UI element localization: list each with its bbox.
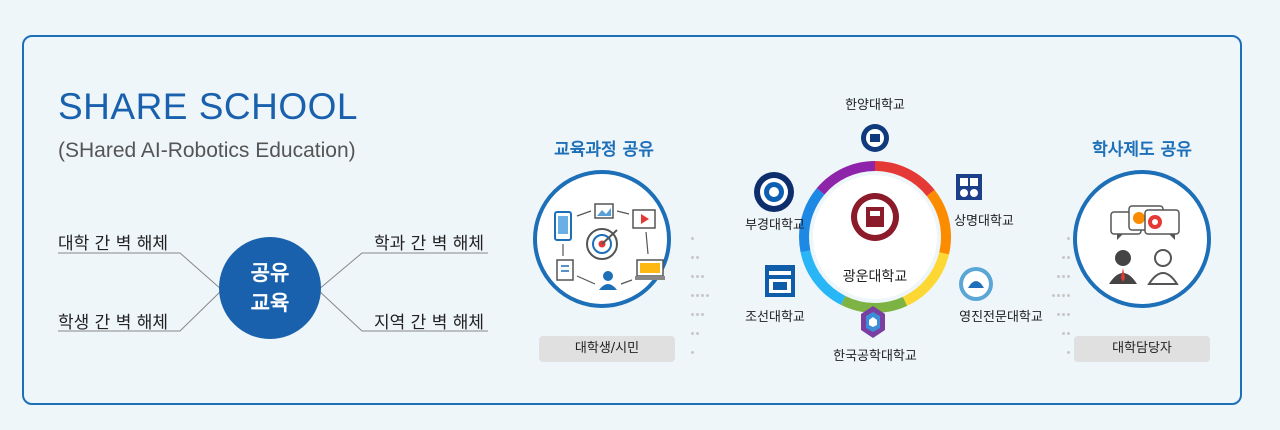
page-title: SHARE SCHOOL	[58, 86, 359, 127]
dotted-arrow-right	[1035, 226, 1071, 359]
barrier-university: 대학 간 벽 해체	[58, 234, 169, 254]
uni-label-korea-tech: 한국공학대학교	[833, 349, 917, 364]
hub-university-name: 광운대학교	[842, 269, 908, 285]
curriculum-sharing-title: 교육과정 공유	[554, 140, 654, 160]
hanyang-logo-icon	[861, 124, 889, 152]
barrier-department: 학과 간 벽 해체	[374, 234, 485, 254]
center-label-line2: 교육	[250, 291, 290, 315]
page-subtitle: (SHared AI-Robotics Education)	[58, 139, 356, 162]
meeting-users-icon	[1109, 205, 1180, 285]
barrier-student: 학생 간 벽 해체	[58, 313, 169, 333]
university-network-ring	[799, 161, 951, 313]
sangmyung-logo-icon	[956, 174, 982, 200]
uni-label-bukyung: 부경대학교	[745, 218, 805, 233]
academic-audience-tag: 대학담당자	[1074, 336, 1210, 362]
barrier-region: 지역 간 벽 해체	[374, 313, 485, 333]
uni-label-youngjin: 영진전문대학교	[959, 310, 1043, 325]
university-seal-icon	[851, 193, 899, 241]
uni-label-chosun: 조선대학교	[745, 310, 805, 325]
korea-tech-logo-icon	[861, 306, 885, 338]
uni-label-sangmyung: 상명대학교	[954, 214, 1014, 229]
academic-circle	[1073, 170, 1211, 308]
curriculum-circle	[533, 170, 671, 308]
dotted-arrow-left	[690, 226, 726, 359]
curriculum-audience-tag: 대학생/시민	[539, 336, 675, 362]
youngjin-logo-icon	[959, 267, 993, 301]
shared-education-circle: 공유 교육	[219, 237, 321, 339]
bukyung-logo-icon	[754, 172, 794, 212]
uni-label-hanyang: 한양대학교	[845, 98, 905, 113]
academic-sharing-title: 학사제도 공유	[1092, 140, 1192, 160]
center-label-line1: 공유	[250, 261, 290, 285]
chosun-logo-icon	[765, 265, 795, 297]
learning-cycle-icon	[554, 203, 665, 290]
